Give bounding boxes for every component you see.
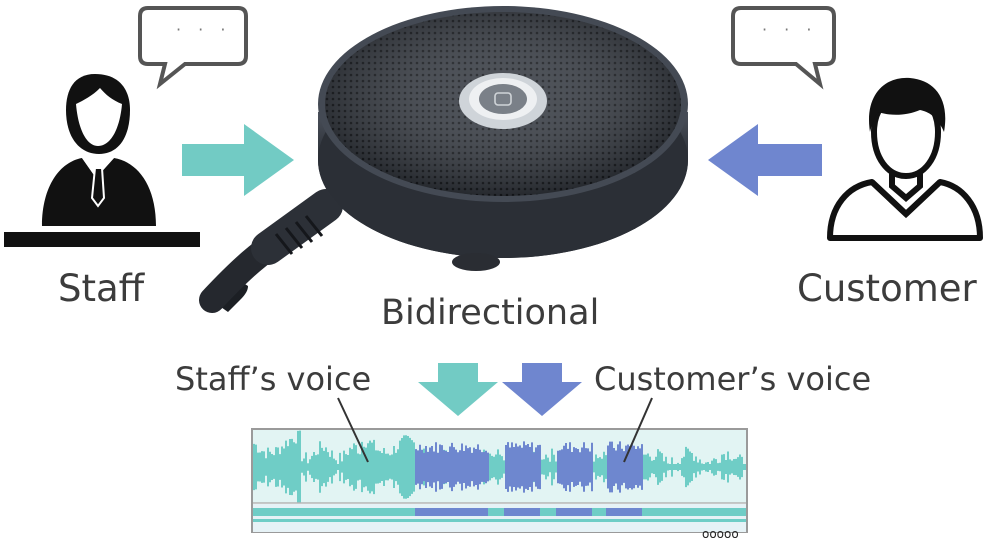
mic-mode-label: Bidirectional	[381, 293, 600, 333]
staff-bubble-text: · · ·	[176, 20, 232, 39]
svg-text:ooooo: ooooo	[702, 527, 739, 541]
microphone-icon	[199, 6, 688, 313]
staff-voice-waveform	[253, 430, 746, 503]
customer-label: Customer	[797, 267, 977, 310]
customer-to-mic-arrow-icon	[708, 124, 822, 196]
staff-label: Staff	[58, 267, 145, 310]
customer-speech-bubble-icon	[731, 6, 836, 90]
customer-bubble-text: · · ·	[762, 20, 818, 39]
staff-person-icon	[42, 74, 156, 226]
waveform-icon: ooooo	[251, 428, 748, 541]
customer-voice-leader-line	[623, 397, 653, 463]
staff-voice-label: Staff’s voice	[175, 360, 372, 398]
staff-voice-down-arrow-icon	[418, 363, 498, 416]
customer-voice-down-arrow-icon	[502, 363, 582, 416]
staff-to-mic-arrow-icon	[182, 124, 294, 196]
customer-person-icon	[827, 77, 983, 241]
customer-voice-waveform	[415, 441, 643, 493]
staff-speech-bubble-icon	[138, 6, 248, 90]
staff-desk	[4, 232, 200, 247]
customer-voice-label: Customer’s voice	[594, 360, 872, 398]
staff-voice-leader-line	[337, 397, 369, 463]
